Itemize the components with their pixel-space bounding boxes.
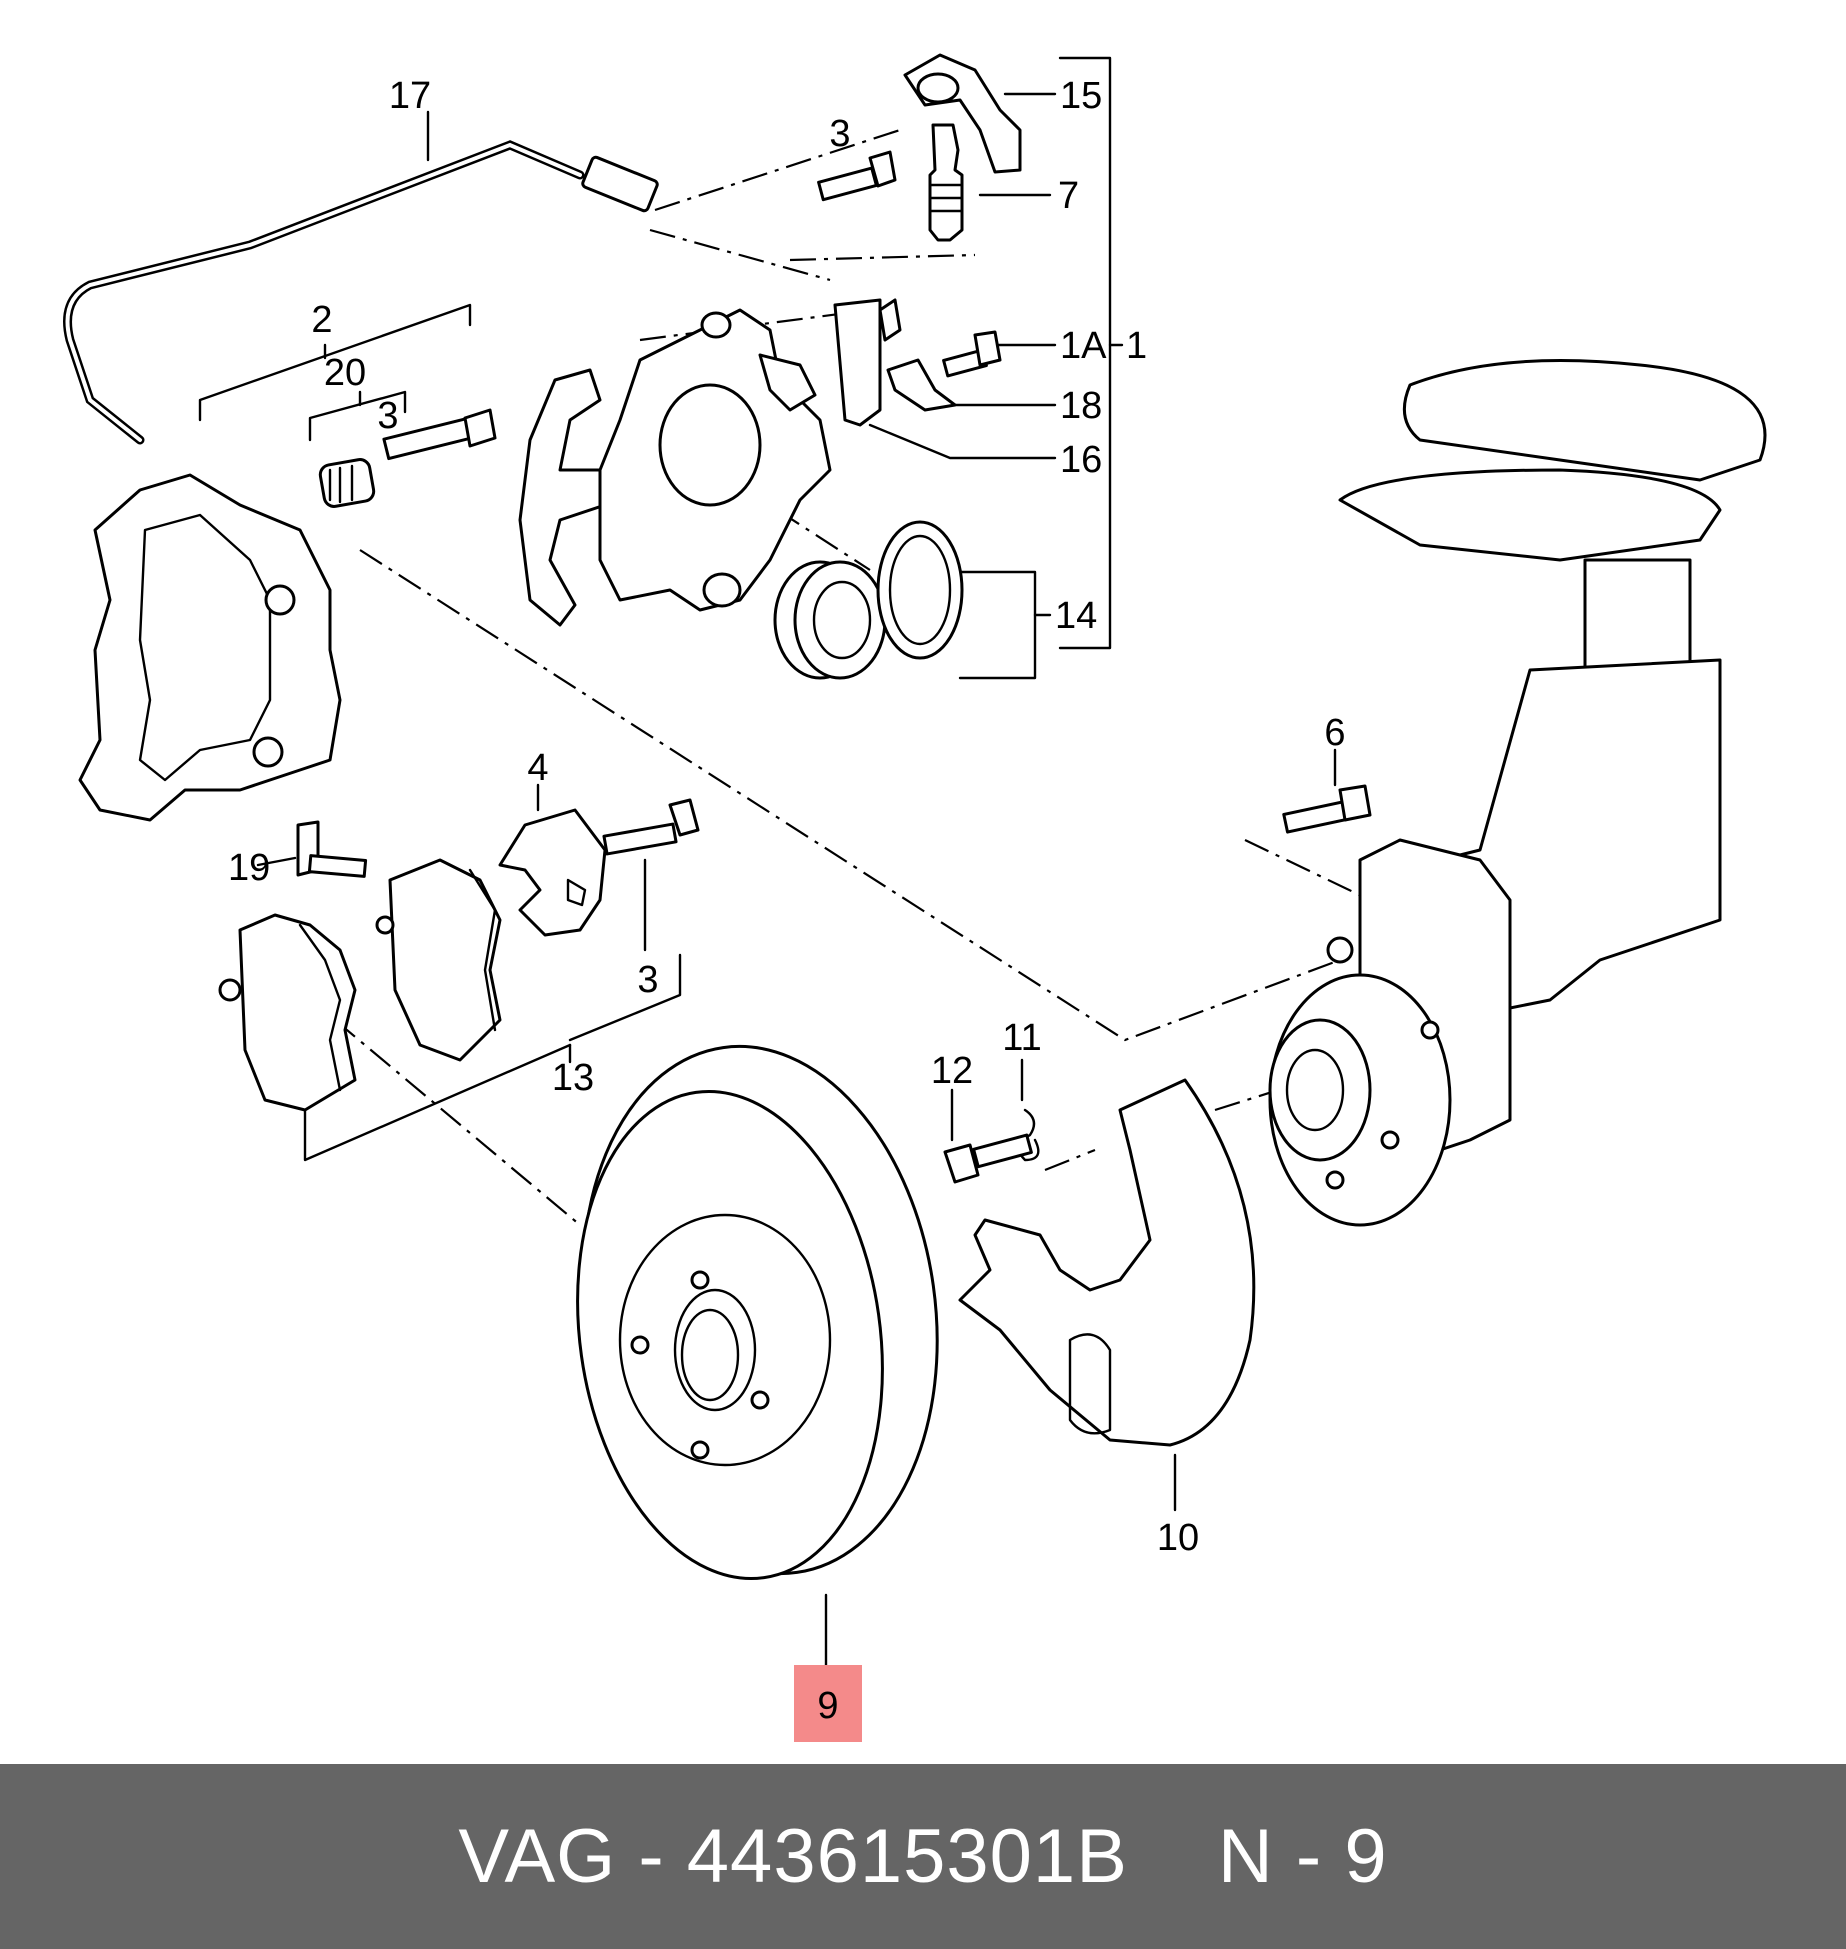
callout-1A: 1A [1060,325,1107,367]
callout-11: 11 [1002,1017,1041,1059]
piston-ring [876,520,964,660]
bracket-clip [886,358,957,412]
bolt-1a [942,330,1002,378]
callout-13: 13 [552,1057,594,1099]
brake-pad-inner [375,858,502,1062]
guide-bolt [382,408,497,461]
wheel-hub [1268,973,1452,1227]
callout-12: 12 [931,1050,973,1092]
anti-rattle-spring [833,298,902,427]
pad-retaining-pin [296,820,368,878]
brake-pad-outer [218,913,357,1112]
callout-14: 14 [1055,595,1097,637]
bolt-3-lower [602,798,700,856]
callout-1: 1 [1126,325,1147,367]
callout-16: 16 [1060,439,1102,481]
callout-3-lower: 3 [637,959,658,1001]
caliper-housing [518,308,832,627]
callout-20: 20 [324,352,366,394]
anti-squeal-plate [498,808,607,937]
callout-2: 2 [311,299,332,341]
bolt-6 [1282,784,1372,834]
highlight-box [794,1665,862,1742]
callout-17: 17 [389,75,431,117]
position-label: N - 9 [1217,1814,1388,1899]
bleeder-valve [928,123,964,242]
brake-assembly-diagram: 17 3 15 7 1A 1 18 16 14 2 20 3 4 6 19 3 … [63,53,1767,1742]
caliper-carrier [78,473,342,822]
brake-line [63,140,659,445]
callout-3-mid: 3 [377,395,398,437]
callout-labels: 17 3 15 7 1A 1 18 16 14 2 20 3 4 6 19 3 … [228,75,1346,1742]
callout-7: 7 [1058,175,1079,217]
callout-4: 4 [527,747,548,789]
callout-9: 9 [817,1685,838,1727]
bolt-3-upper [817,150,897,202]
brake-disc [576,1044,939,1581]
callout-18: 18 [1060,385,1102,427]
shield-screw [943,1133,1033,1184]
assembly-lines [334,128,1371,1226]
splash-shield [958,1078,1256,1447]
bleeder-cap-bracket [903,53,1022,174]
part-number-footer: VAG - 443615301B N - 9 [0,1764,1846,1949]
piston-seal [773,560,887,680]
callout-6: 6 [1324,712,1345,754]
callout-19: 19 [228,847,270,889]
callout-10: 10 [1157,1517,1199,1559]
part-number-label: VAG - 443615301B [458,1814,1128,1899]
strut-spring [1338,359,1767,692]
callout-3: 3 [829,113,850,155]
callout-15: 15 [1060,75,1102,117]
guide-bushing [318,458,376,508]
leader-lines [198,56,1337,1667]
